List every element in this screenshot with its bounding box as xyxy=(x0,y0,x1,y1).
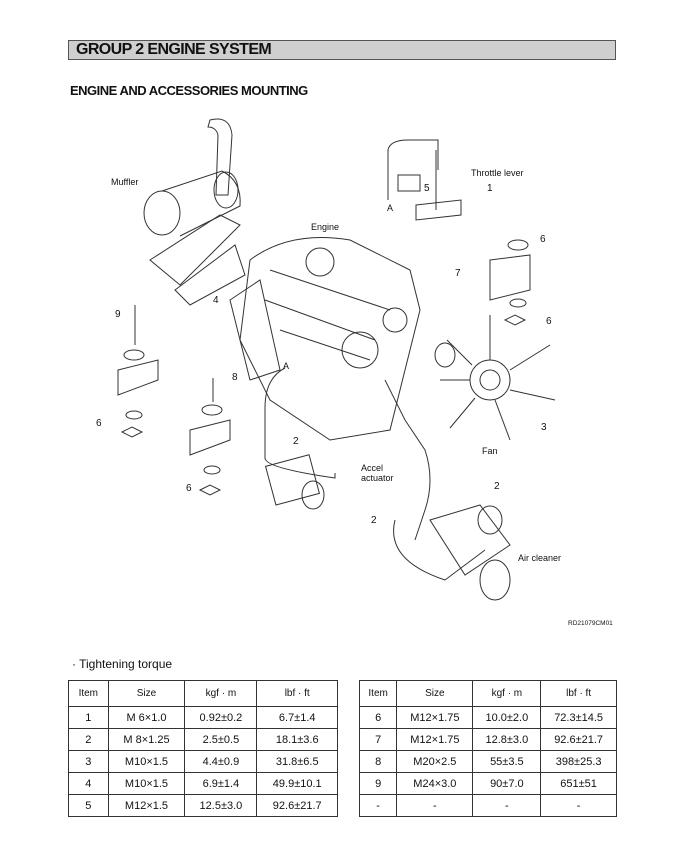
cell: M20×2.5 xyxy=(396,750,474,773)
cell: - xyxy=(396,794,474,817)
label-fan: Fan xyxy=(482,446,498,456)
table-row: ---- xyxy=(358,794,617,817)
cell: 92.6±21.7 xyxy=(540,728,617,751)
cell: - xyxy=(540,794,617,817)
label-a-top: A xyxy=(387,203,394,213)
cell: 6.9±1.4 xyxy=(184,772,258,795)
callout-9: 9 xyxy=(115,309,121,320)
col-size: Size xyxy=(396,680,474,707)
cell: M12×1.5 xyxy=(107,794,186,817)
label-muffler: Muffler xyxy=(111,177,139,187)
cell: M24×3.0 xyxy=(396,772,474,795)
col-lbf: lbf · ft xyxy=(256,680,338,707)
cell: 49.9±10.1 xyxy=(256,772,338,795)
callout-6: 6 xyxy=(540,234,546,245)
callout-7: 7 xyxy=(455,268,461,279)
callout-2: 2 xyxy=(371,515,377,526)
col-item: Item xyxy=(358,680,398,707)
label-throttle-lever: Throttle lever xyxy=(471,168,524,178)
cell: 72.3±14.5 xyxy=(540,706,617,729)
cell: 12.5±3.0 xyxy=(184,794,258,817)
figure-code: RD21079CM01 xyxy=(568,620,613,627)
cell: 1 xyxy=(68,706,109,729)
cell: 6.7±1.4 xyxy=(256,706,338,729)
table-header: Item Size kgf · m lbf · ft xyxy=(68,680,338,707)
cell: 12.8±3.0 xyxy=(472,728,542,751)
engine-mounting-diagram xyxy=(117,118,556,601)
cell: 31.8±6.5 xyxy=(256,750,338,773)
callout-6: 6 xyxy=(96,418,102,429)
callout-8: 8 xyxy=(232,372,238,383)
label-accel-actuator: Accel actuator xyxy=(361,463,394,483)
cell: 92.6±21.7 xyxy=(256,794,338,817)
cable-and-pipes xyxy=(264,367,486,581)
cell: M12×1.75 xyxy=(396,728,474,751)
cell: 90±7.0 xyxy=(472,772,542,795)
cell: 55±3.5 xyxy=(472,750,542,773)
group-title: GROUP 2 ENGINE SYSTEM xyxy=(68,40,616,60)
throttle-drawing xyxy=(387,139,462,221)
muffler-drawing xyxy=(143,118,246,306)
col-kgf: kgf · m xyxy=(472,680,542,707)
torque-title: · Tightening torque xyxy=(72,657,173,671)
cell: 5 xyxy=(68,794,109,817)
air-cleaner-drawing xyxy=(429,504,511,601)
cell: 2.5±0.5 xyxy=(184,728,258,751)
label-a-bottom: A xyxy=(283,361,290,371)
callout-4: 4 xyxy=(213,295,219,306)
cell: 3 xyxy=(68,750,109,773)
cell: 6 xyxy=(358,706,398,729)
callout-2: 2 xyxy=(494,481,500,492)
cell: M10×1.5 xyxy=(107,750,186,773)
label-air-cleaner: Air cleaner xyxy=(518,553,562,563)
cell: - xyxy=(472,794,542,817)
cell: 8 xyxy=(358,750,398,773)
fan-drawing xyxy=(434,315,556,441)
callout-5: 5 xyxy=(424,183,430,194)
col-lbf: lbf · ft xyxy=(540,680,617,707)
cell: 0.92±0.2 xyxy=(184,706,258,729)
cell: 4 xyxy=(68,772,109,795)
callout-1: 1 xyxy=(487,183,493,194)
cell: 18.1±3.6 xyxy=(256,728,338,751)
cell: - xyxy=(358,794,398,817)
cell: 4.4±0.9 xyxy=(184,750,258,773)
callout-6: 6 xyxy=(186,483,192,494)
col-kgf: kgf · m xyxy=(184,680,258,707)
cell: 9 xyxy=(358,772,398,795)
cell: M 8×1.25 xyxy=(107,728,186,751)
section-title: ENGINE AND ACCESSORIES MOUNTING xyxy=(70,83,308,98)
callout-6: 6 xyxy=(546,316,552,327)
col-size: Size xyxy=(107,680,186,707)
cell: M 6×1.0 xyxy=(107,706,186,729)
col-item: Item xyxy=(68,680,109,707)
engine-drawing xyxy=(229,237,421,441)
cell: M10×1.5 xyxy=(107,772,186,795)
mounts-drawing xyxy=(117,239,531,496)
table-header: Item Size kgf · m lbf · ft xyxy=(358,680,617,707)
cell: 651±51 xyxy=(540,772,617,795)
cell: 7 xyxy=(358,728,398,751)
callout-2: 2 xyxy=(293,436,299,447)
cell: M12×1.75 xyxy=(396,706,474,729)
cell: 2 xyxy=(68,728,109,751)
cell: 10.0±2.0 xyxy=(472,706,542,729)
label-engine: Engine xyxy=(311,222,340,232)
callout-3: 3 xyxy=(541,422,547,433)
cell: 398±25.3 xyxy=(540,750,617,773)
